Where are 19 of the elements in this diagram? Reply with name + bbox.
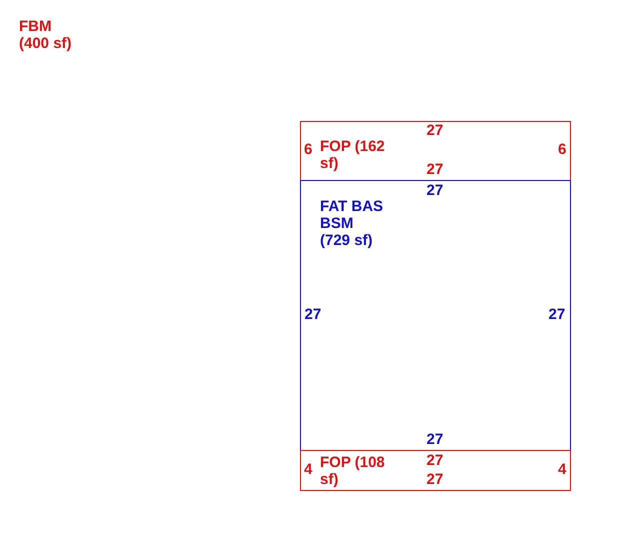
dimension-label: 27 [426,161,444,178]
dimension-label: 27 [426,431,444,448]
room-outline [300,180,571,451]
dimension-label: 27 [426,122,444,139]
dimension-label: 27 [548,306,566,323]
area-label: FBM (400 sf) [19,18,73,52]
room-outline [300,450,571,491]
dimension-label: 6 [558,141,566,158]
room-outline [300,121,571,181]
area-label: FOP (162 sf) [320,138,385,172]
dimension-label: 4 [304,461,312,478]
dimension-label: 27 [426,471,444,488]
dimension-label: 4 [558,461,566,478]
dimension-label: 27 [304,306,322,323]
dimension-label: 27 [426,182,444,199]
dimension-label: 27 [426,452,444,469]
area-label: FOP (108 sf) [320,454,385,488]
area-label: FAT BAS BSM (729 sf) [320,198,384,249]
dimension-label: 6 [304,141,312,158]
